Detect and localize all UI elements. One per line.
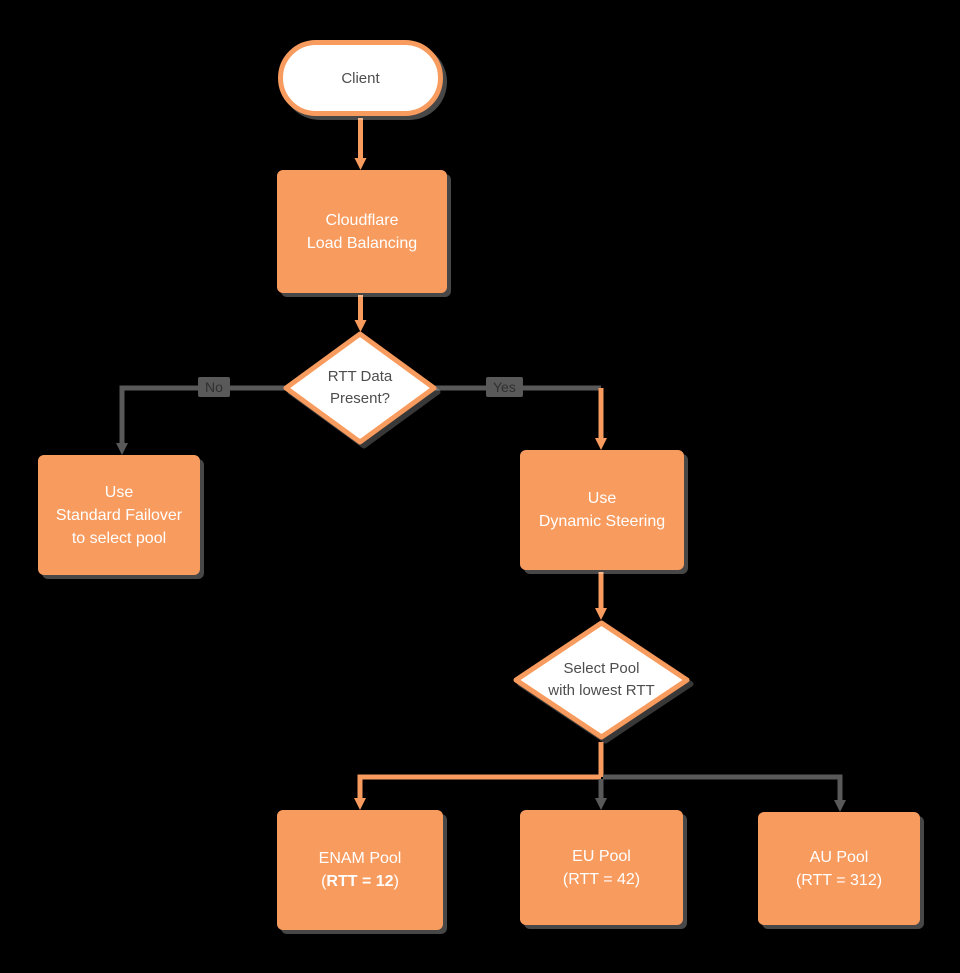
node-label-line: Dynamic Steering <box>538 513 666 530</box>
diamond-shape <box>283 331 437 445</box>
node-label-line: Cloudflare <box>325 211 399 229</box>
rtt-value-bold: RTT = 12 <box>326 873 394 890</box>
node-label-line: Select Pool <box>563 660 640 677</box>
node-rtt-decision: RTT Data Present? <box>283 331 437 445</box>
node-label-line: Use <box>587 490 617 507</box>
node-eu-pool: EU Pool (RTT = 42) <box>520 810 683 925</box>
paren-close: ) <box>393 873 399 890</box>
node-standard-failover: Use Standard Failover to select pool <box>38 455 200 575</box>
node-label: Select Pool with lowest RTT <box>548 658 654 702</box>
diamond-shape <box>513 620 690 740</box>
node-label-line: to select pool <box>71 529 167 547</box>
node-label-line: EU Pool <box>572 847 631 865</box>
node-label-line: AU Pool <box>809 848 869 866</box>
node-label-line: ENAM Pool <box>318 850 402 867</box>
node-load-balancer: Cloudflare Load Balancing <box>277 170 447 293</box>
node-label-line: Client <box>341 69 380 87</box>
node-label-line: Use <box>104 483 134 501</box>
node-enam-pool: ENAM Pool (RTT = 12) <box>277 810 443 930</box>
node-select-pool: Select Pool with lowest RTT <box>513 620 690 740</box>
edge-label-no: No <box>198 377 230 397</box>
node-client: Client <box>278 40 443 116</box>
node-label-line: RTT Data <box>327 368 393 385</box>
node-label-line: Standard Failover <box>55 506 183 524</box>
node-label: RTT Data Present? <box>328 366 392 410</box>
node-label-line: (RTT = 42) <box>562 870 641 888</box>
node-label-line: Present? <box>329 390 391 407</box>
node-label-line: (RTT = 12) <box>321 870 399 893</box>
node-dynamic-steering: Use Dynamic Steering <box>520 450 684 570</box>
node-label-line: with lowest RTT <box>548 682 655 699</box>
node-label-line: Load Balancing <box>306 234 418 252</box>
node-label-line: (RTT = 312) <box>795 871 883 889</box>
paren-open: ( <box>321 873 327 890</box>
node-au-pool: AU Pool (RTT = 312) <box>758 812 920 925</box>
edge-label-yes: Yes <box>486 377 523 397</box>
